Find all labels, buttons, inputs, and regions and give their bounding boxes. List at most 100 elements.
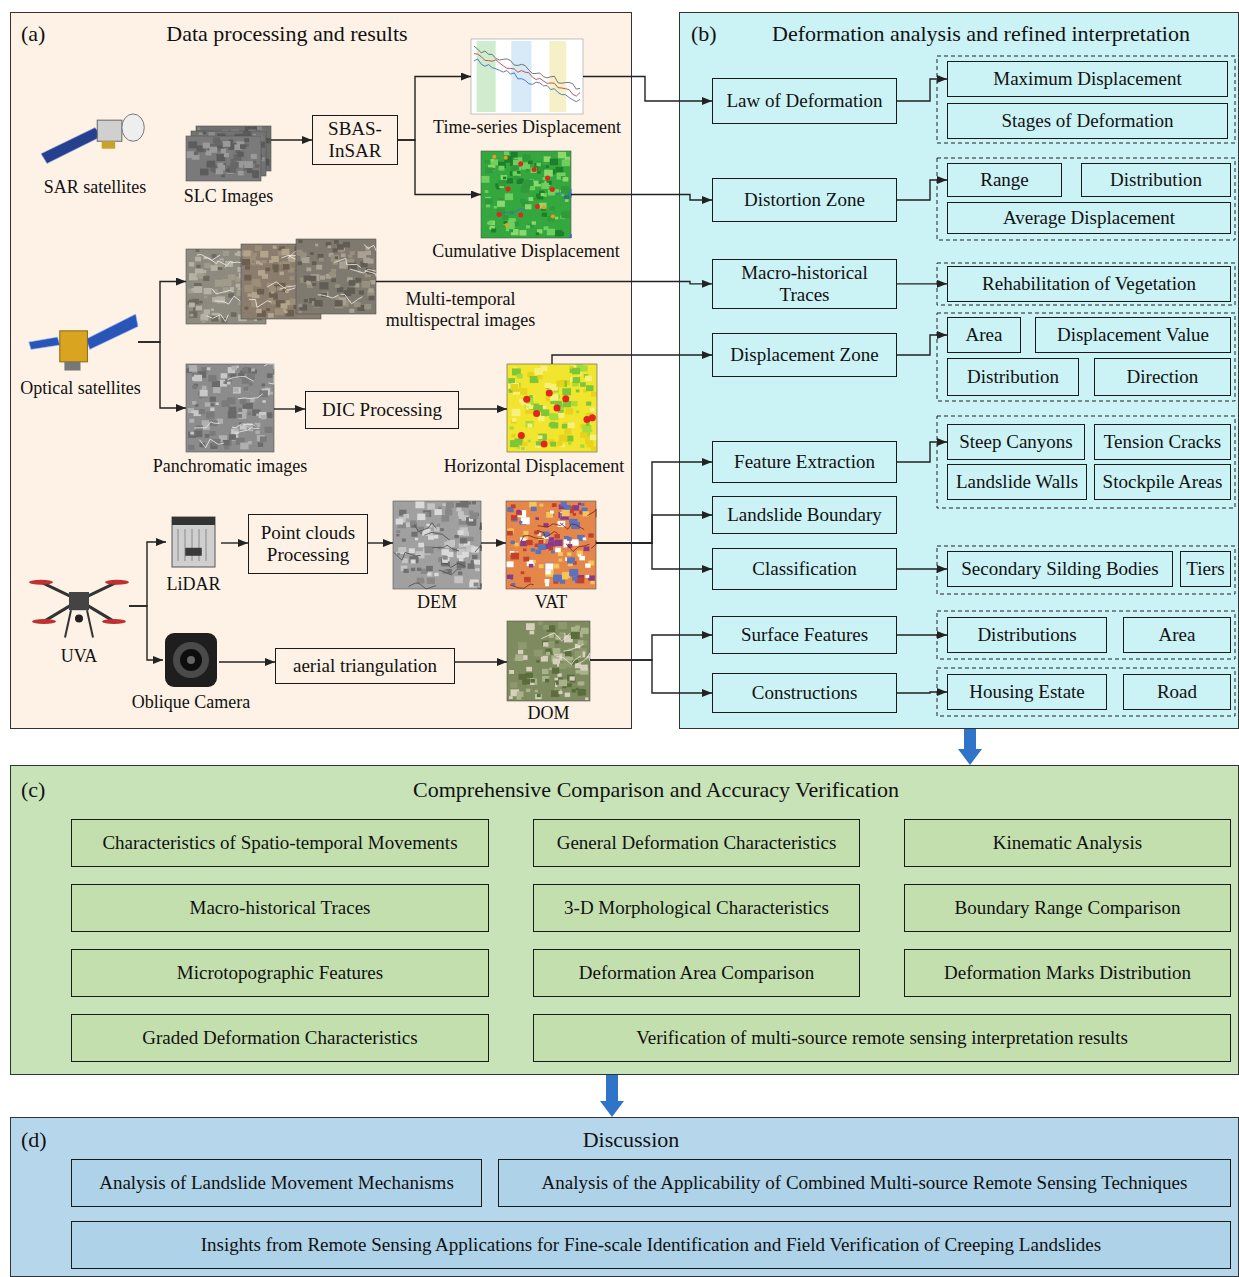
texture-speck	[428, 535, 434, 540]
panel-title: Discussion	[583, 1127, 680, 1153]
texture-speck	[585, 563, 590, 567]
box-label: SBAS-InSAR	[317, 118, 393, 162]
texture-speck	[262, 400, 265, 403]
texture-speck	[265, 427, 273, 433]
texture-speck	[462, 552, 469, 557]
texture-speck	[204, 288, 212, 294]
texture-speck	[402, 538, 406, 541]
gimbal	[75, 615, 83, 623]
box-label: Distortion Zone	[744, 189, 865, 211]
texture-speck	[524, 577, 531, 582]
texture-speck	[244, 138, 249, 142]
texture-speck	[526, 667, 532, 672]
process-box: Deformation Marks Distribution	[904, 949, 1231, 997]
texture-speck	[511, 541, 515, 544]
panel-title: Comprehensive Comparison and Accuracy Ve…	[413, 777, 899, 803]
texture-speck	[236, 284, 241, 288]
texture-speck	[536, 660, 539, 663]
texture-speck	[244, 387, 249, 391]
texture-speck	[580, 665, 587, 671]
texture-speck	[443, 503, 446, 506]
texture-speck	[370, 280, 375, 284]
texture-speck	[580, 382, 586, 387]
image-frame	[481, 151, 571, 238]
texture-speck	[522, 442, 527, 446]
texture-speck	[458, 571, 462, 574]
texture-speck	[458, 530, 464, 535]
texture-speck	[253, 161, 256, 164]
texture-speck	[341, 253, 346, 257]
texture-speck	[415, 538, 418, 540]
image-figure: DEM	[393, 501, 481, 589]
text-slot: Cumulative Displacement	[432, 241, 619, 262]
texture-speck	[248, 293, 252, 296]
box-label: Secondary Silding Bodies	[961, 558, 1158, 580]
texture-speck	[539, 544, 546, 550]
image-caption: Optical satellites	[20, 378, 140, 399]
dashed-group	[937, 313, 1235, 401]
image-figure: SAR satellites	[39, 109, 151, 171]
texture-speck	[498, 166, 504, 171]
lidar-body	[172, 517, 215, 567]
text-slot: DEM	[417, 592, 457, 613]
texture-speck	[518, 642, 527, 649]
connector-arrow	[219, 661, 275, 662]
texture-speck	[492, 168, 495, 171]
texture-speck	[358, 251, 367, 258]
connector-arrow	[897, 692, 947, 693]
terrain-trace	[199, 439, 224, 448]
box-label: Kinematic Analysis	[993, 832, 1142, 854]
texture-speck	[563, 177, 569, 182]
terrain-trace	[215, 296, 240, 304]
texture-speck	[575, 625, 580, 629]
texture-speck	[355, 278, 361, 283]
texture-speck	[238, 412, 247, 419]
texture-speck	[227, 382, 231, 385]
texture-speck	[211, 308, 214, 311]
image-tile	[481, 151, 571, 238]
texture-speck	[190, 314, 194, 317]
connector-arrow	[897, 79, 947, 101]
box-label: Stockpile Areas	[1103, 471, 1223, 493]
texture-speck	[283, 264, 290, 270]
terrain-trace	[424, 532, 450, 540]
box-label: Characteristics of Spatio-temporal Movem…	[102, 832, 457, 854]
panel-letter: (b)	[691, 21, 717, 47]
box-label: Surface Features	[741, 624, 868, 646]
texture-speck	[468, 502, 471, 505]
terrain-trace	[439, 569, 461, 575]
texture-speck	[547, 229, 555, 236]
solar-panel	[29, 337, 60, 349]
texture-speck	[285, 290, 289, 293]
camera-lens	[187, 656, 195, 664]
terrain-trace	[555, 192, 571, 196]
process-box: Macro-historical Traces	[71, 884, 489, 932]
texture-speck	[268, 415, 272, 418]
texture-speck	[535, 517, 539, 520]
texture-speck	[204, 296, 207, 299]
image-frame	[506, 501, 596, 589]
process-box: Distortion Zone	[712, 178, 897, 222]
texture-speck	[526, 689, 530, 692]
texture-speck	[255, 164, 260, 168]
deformation-spot	[523, 396, 530, 403]
texture-speck	[569, 569, 578, 576]
connector-arrow	[459, 408, 507, 409]
texture-speck	[234, 144, 241, 149]
texture-speck	[532, 221, 536, 224]
texture-speck	[396, 530, 400, 533]
box-label: General Deformation Characteristics	[557, 832, 837, 854]
connector-arrow	[271, 139, 312, 140]
terrain-trace	[235, 428, 259, 434]
texture-speck	[212, 439, 221, 446]
texture-speck	[259, 390, 268, 397]
texture-speck	[397, 553, 400, 556]
texture-speck	[553, 575, 562, 582]
texture-speck	[557, 441, 562, 445]
texture-speck	[328, 245, 332, 248]
texture-speck	[565, 651, 572, 656]
terrain-trace	[562, 189, 571, 199]
texture-speck	[205, 434, 210, 438]
texture-speck	[188, 408, 194, 413]
texture-speck	[200, 396, 203, 398]
